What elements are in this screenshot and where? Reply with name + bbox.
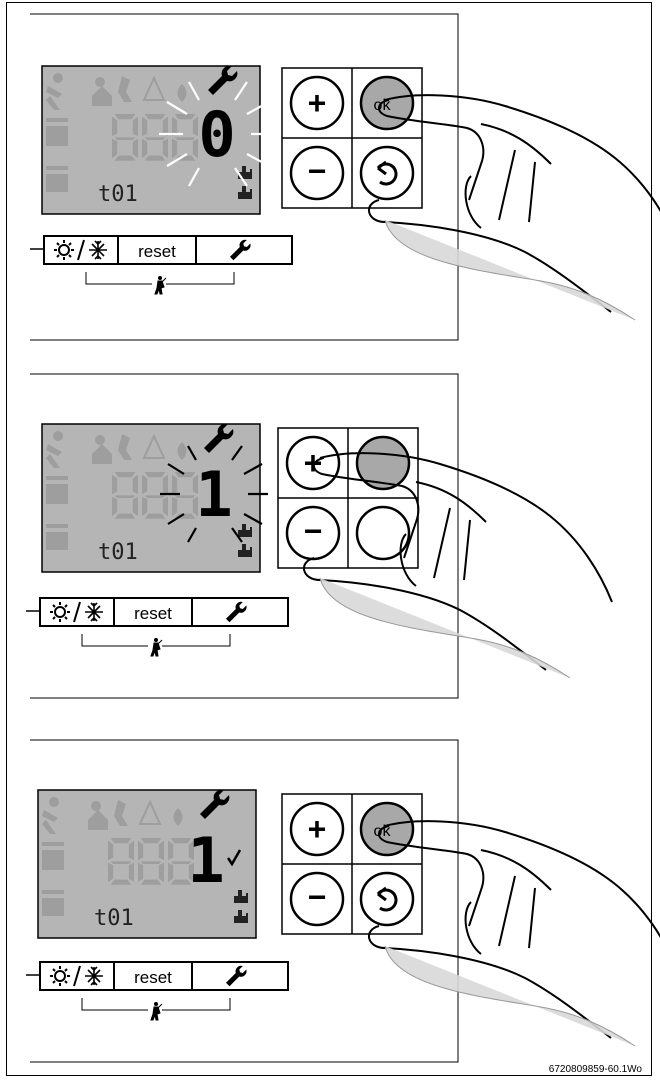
svg-text:+: + [304, 445, 323, 481]
lcd-display-3: 1 t01 [38, 790, 256, 938]
svg-text:+: + [308, 811, 327, 847]
lcd-display-2: 1 t01 [42, 424, 270, 572]
lcd-label-3: t01 [94, 906, 134, 931]
plus-button[interactable]: + [289, 801, 345, 857]
bar-wrench-icon[interactable] [226, 965, 247, 987]
step-panel-1 [30, 13, 459, 341]
lcd-display-1: 0 t01 [42, 66, 277, 214]
check-mark-icon [226, 849, 242, 867]
plus-button[interactable]: + [289, 75, 345, 131]
minus-button[interactable]: − [289, 145, 345, 201]
back-button[interactable] [359, 145, 415, 201]
lcd-digit-1: 0 [198, 98, 235, 171]
keypad-1: + − ok [281, 67, 423, 209]
reset-button[interactable]: reset [134, 968, 172, 987]
reset-button[interactable]: reset [138, 242, 176, 261]
chimney-sweep-icon [152, 275, 167, 295]
keypad-2: + − [277, 427, 419, 569]
chimney-sweep-icon [148, 637, 163, 657]
sun-snowflake-icon[interactable] [49, 965, 104, 987]
bar-wrench-icon[interactable] [230, 239, 251, 261]
plus-button[interactable]: + [285, 435, 341, 491]
svg-text:+: + [308, 85, 327, 121]
step-panel-3 [30, 739, 459, 1063]
control-bar-3: reset [26, 961, 289, 1021]
figure-frame [6, 2, 652, 1076]
svg-text:−: − [308, 153, 327, 189]
back-arrow-icon [376, 886, 398, 912]
ok-button[interactable]: ok [359, 75, 415, 131]
keypad-3: + − ok [281, 793, 423, 935]
figure-code: 6720809859-60.1Wo [548, 1064, 642, 1075]
svg-text:−: − [304, 513, 323, 549]
minus-button[interactable]: − [285, 505, 341, 561]
back-button[interactable] [359, 871, 415, 927]
control-bar-1: reset [30, 235, 293, 295]
lcd-label-2: t01 [98, 540, 138, 565]
minus-button[interactable]: − [289, 871, 345, 927]
ok-button[interactable] [355, 435, 411, 491]
bar-wrench-icon[interactable] [226, 601, 247, 623]
lcd-digit-3: 1 [187, 824, 224, 897]
sun-snowflake-icon[interactable] [49, 601, 104, 623]
step-panel-2 [30, 373, 459, 699]
ok-button[interactable]: ok [359, 801, 415, 857]
svg-text:−: − [308, 879, 327, 915]
lcd-label-1: t01 [98, 182, 138, 207]
back-button[interactable] [355, 505, 411, 561]
back-arrow-icon [376, 160, 398, 186]
sun-snowflake-icon[interactable] [53, 239, 108, 261]
reset-button[interactable]: reset [134, 604, 172, 623]
control-bar-2: reset [26, 597, 289, 657]
lcd-digit-2: 1 [195, 458, 232, 531]
chimney-sweep-icon [148, 1001, 163, 1021]
